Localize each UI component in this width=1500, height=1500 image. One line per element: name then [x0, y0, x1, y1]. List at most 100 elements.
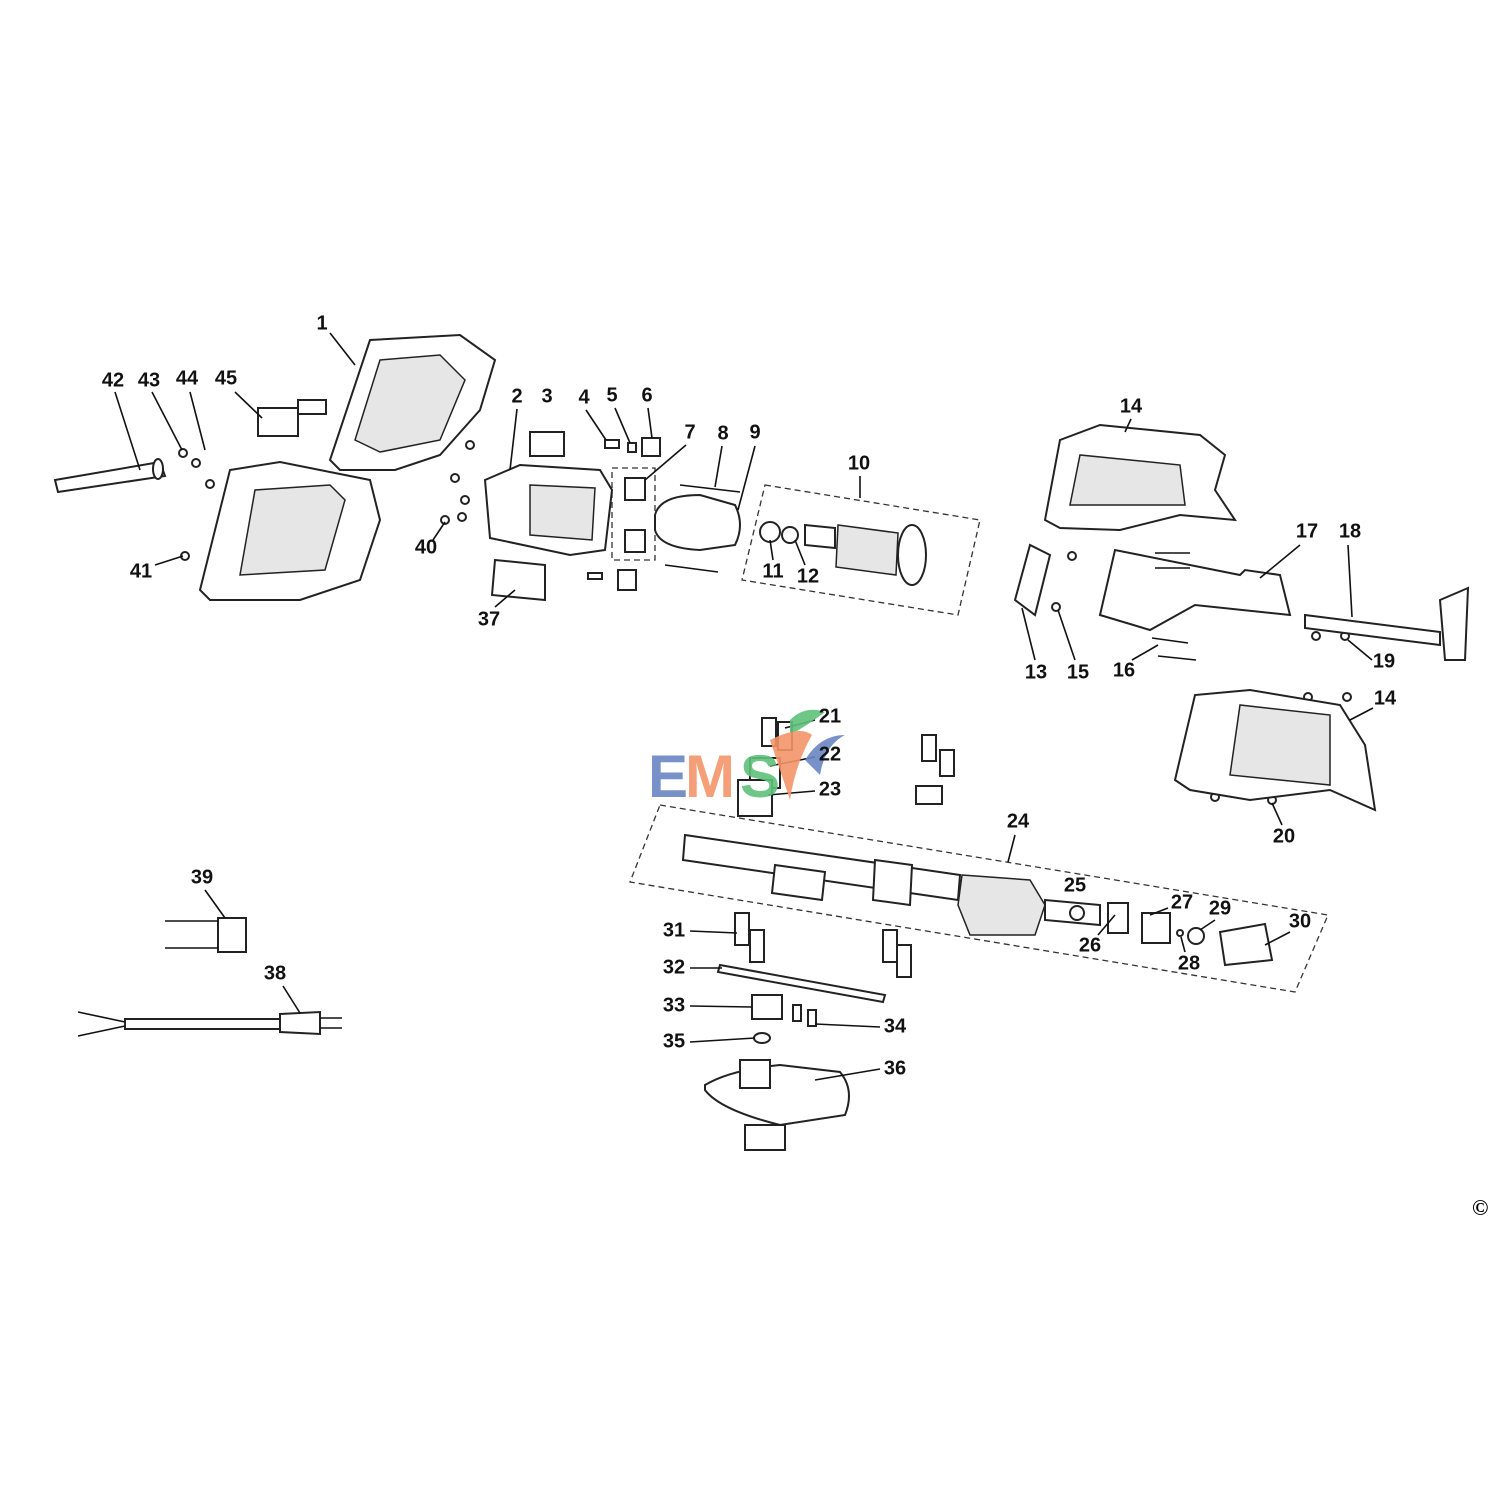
screw-icon	[465, 440, 475, 450]
callout-label: 8	[717, 422, 728, 444]
callout-label: 24	[1007, 810, 1030, 832]
callout-label: 44	[176, 367, 199, 389]
screw-icon	[1311, 631, 1321, 641]
logo-letter-e: E	[648, 743, 688, 810]
callout-label: 40	[415, 536, 437, 558]
leader-line	[282, 985, 301, 1014]
leader-line	[1264, 931, 1291, 946]
leader-line	[689, 1037, 756, 1043]
cord-clamp	[165, 917, 247, 953]
callout-label: 37	[478, 608, 500, 630]
screw-icon	[205, 479, 215, 489]
bolt-icon	[734, 912, 750, 946]
callout-label: 23	[819, 778, 841, 800]
leader-line	[714, 445, 723, 488]
leader-line	[689, 930, 738, 934]
callout-label: 6	[641, 384, 652, 406]
callout-label: 12	[797, 565, 819, 587]
callout-label: 32	[663, 956, 685, 978]
leader-lines	[114, 332, 1374, 1081]
leader-line	[154, 555, 184, 566]
callout-label: 30	[1289, 910, 1311, 932]
leader-line	[1199, 919, 1216, 931]
callout-label: 36	[884, 1057, 906, 1079]
callout-label: 29	[1209, 897, 1231, 919]
leader-line	[204, 889, 226, 919]
callout-label: 17	[1296, 520, 1318, 542]
screw-icon	[178, 448, 188, 458]
bolt-icon	[939, 749, 955, 777]
callout-label: 10	[848, 452, 870, 474]
callout-label: 26	[1079, 934, 1101, 956]
callout-label: 34	[884, 1015, 907, 1037]
leader-line	[1007, 834, 1016, 863]
callout-label: 13	[1025, 661, 1047, 683]
ems-watermark-logo: E M S	[648, 709, 845, 810]
leader-line	[1259, 544, 1301, 579]
leader-line	[234, 391, 263, 419]
leader-line	[737, 445, 756, 511]
callout-label: 38	[264, 962, 286, 984]
logo-letter-s: S	[740, 743, 780, 810]
callout-label: 43	[138, 369, 160, 391]
callout-label: 11	[762, 560, 783, 582]
field-housing	[483, 463, 614, 557]
callout-label: 27	[1171, 891, 1193, 913]
leader-line	[151, 391, 183, 451]
bolts	[734, 717, 955, 1027]
insulation-sheet	[490, 558, 546, 602]
leader-line	[585, 409, 607, 441]
screw-icon	[191, 458, 201, 468]
callout-label: 3	[541, 385, 552, 407]
screw-icon	[457, 512, 467, 522]
power-cord	[77, 1010, 342, 1037]
callout-label: 45	[215, 367, 237, 389]
callout-label: 31	[663, 919, 685, 941]
leader-line	[814, 1068, 881, 1081]
leader-line	[1349, 707, 1374, 721]
callout-label: 5	[606, 384, 617, 406]
leader-line	[644, 444, 687, 481]
leader-line	[767, 790, 816, 796]
screw-icon	[460, 495, 470, 505]
bolt-icon	[749, 929, 765, 963]
leader-line	[494, 589, 516, 608]
leader-line	[814, 1023, 881, 1028]
plunger-assembly	[681, 757, 1274, 967]
gear-housing-bottom	[1173, 688, 1377, 812]
callout-label: 18	[1339, 520, 1361, 542]
leader-line	[794, 539, 806, 566]
leader-line	[509, 408, 518, 471]
callout-label: 25	[1064, 874, 1086, 896]
leader-line	[1149, 907, 1169, 916]
gear-frame	[1098, 548, 1470, 661]
callout-label: 2	[511, 385, 522, 407]
callout-label: 22	[819, 743, 841, 765]
leader-line	[189, 391, 206, 451]
screw-icon	[1342, 692, 1352, 702]
field-stator	[654, 484, 741, 573]
callout-label: 14	[1120, 395, 1143, 417]
bolt-icon	[807, 1009, 817, 1027]
leader-line	[1124, 418, 1132, 433]
leader-line	[1347, 639, 1373, 661]
leader-line	[1271, 802, 1283, 826]
callout-label: 16	[1113, 659, 1135, 681]
screw-icon	[1067, 551, 1077, 561]
callout-label: 7	[684, 421, 695, 443]
brush-group-box	[611, 467, 656, 561]
bolt-icon	[792, 1004, 802, 1022]
leader-line	[689, 1005, 753, 1008]
screw-icon	[450, 473, 460, 483]
bolt-icon	[882, 929, 898, 963]
gear-housing-top	[1043, 423, 1237, 532]
motor-housing-half-1	[328, 333, 497, 471]
leader-line	[769, 539, 774, 561]
leader-line	[1180, 936, 1186, 953]
leader-line	[1021, 607, 1036, 661]
leader-line	[1131, 644, 1159, 661]
armature-group-box	[741, 484, 981, 616]
leader-line	[647, 407, 653, 439]
leader-line	[329, 332, 356, 366]
callout-label: 15	[1067, 661, 1089, 683]
